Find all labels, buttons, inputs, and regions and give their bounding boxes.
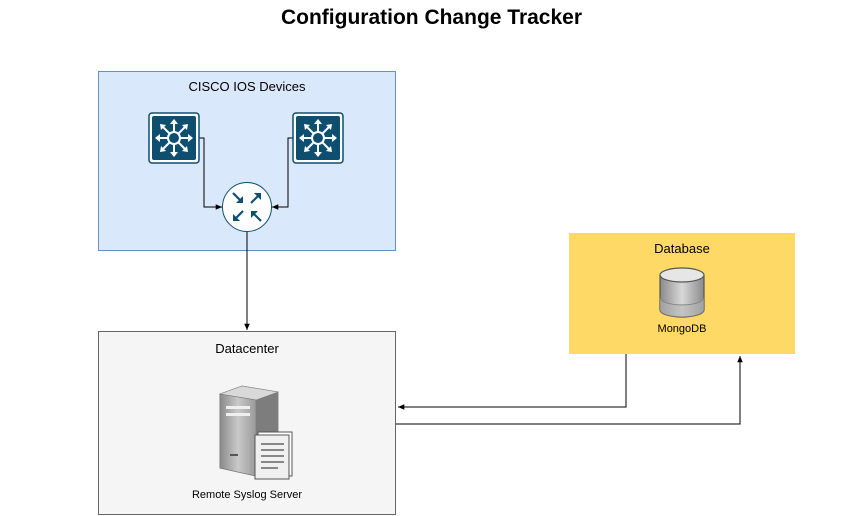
mongodb-label: MongoDB xyxy=(657,323,707,335)
router-icon xyxy=(222,182,272,232)
connector-datacenter-to-database xyxy=(396,356,743,425)
layer3-switch-left-icon xyxy=(148,112,200,164)
cisco-group-label: CISCO IOS Devices xyxy=(188,79,306,94)
layer3-switch-right-icon xyxy=(292,112,344,164)
database-cylinder-icon xyxy=(659,267,705,318)
remote-syslog-server-label: Remote Syslog Server xyxy=(191,489,303,501)
connector-database-to-datacenter xyxy=(398,354,627,410)
datacenter-group-label: Datacenter xyxy=(215,341,279,356)
database-group-label: Database xyxy=(654,241,710,256)
log-document-icon xyxy=(254,431,293,480)
connector-switch-right-to-router xyxy=(272,137,293,210)
connector-switch-left-to-router xyxy=(199,137,222,210)
diagram-title: Configuration Change Tracker xyxy=(280,6,583,29)
